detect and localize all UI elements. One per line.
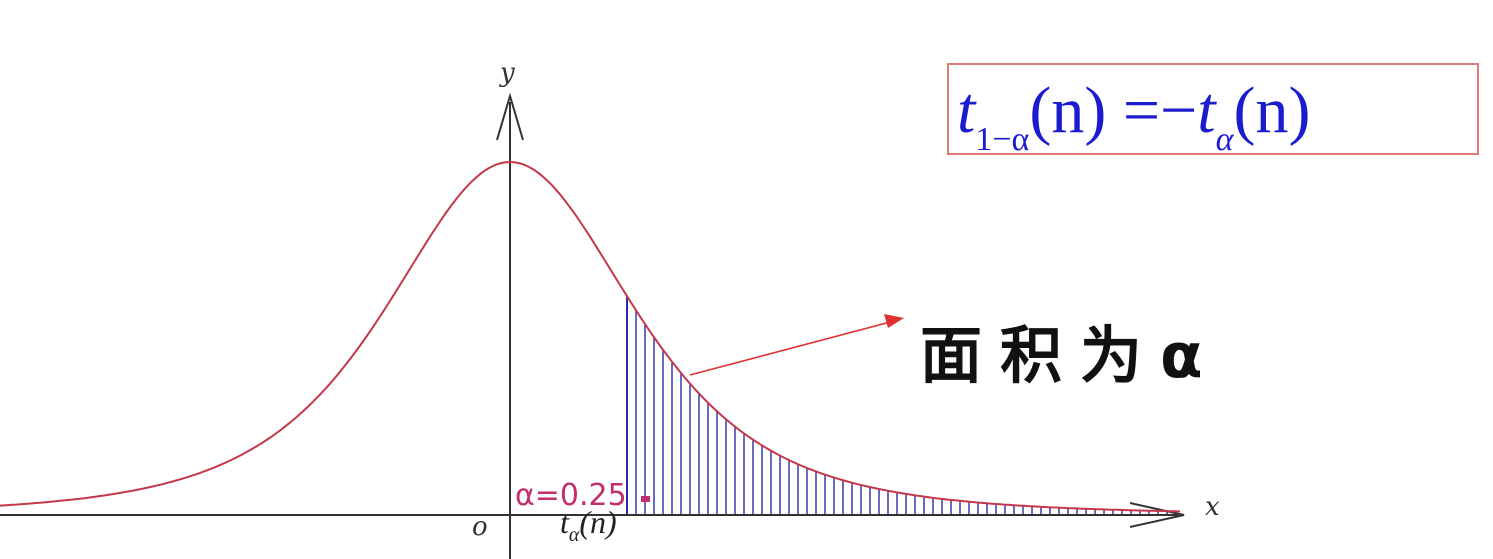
y-axis-label: y	[500, 58, 515, 88]
area-label: 面积为α	[920, 319, 1221, 392]
density-curve	[0, 161, 1181, 513]
formula-arg2: (n)	[1233, 74, 1311, 147]
alpha-value-note: α=0.25	[515, 478, 627, 513]
alpha-marker	[641, 496, 650, 502]
shaded-tail-area	[626, 296, 1168, 515]
formula-t1: t	[957, 74, 976, 147]
formula-eq: =	[1122, 74, 1161, 147]
formula-sub1: 1−α	[975, 121, 1030, 158]
annotation-arrowhead	[884, 314, 904, 328]
x-axis-label: x	[1205, 492, 1220, 522]
quantile-label-sub: α	[568, 524, 580, 546]
formula-sub2: α	[1215, 121, 1234, 158]
formula-neg: −	[1160, 74, 1198, 147]
formula-box: t1−α(n) =−tα(n)	[947, 63, 1479, 158]
annotation-arrow-line	[689, 320, 895, 376]
quantile-label-t: t	[560, 504, 569, 540]
formula-t2: t	[1197, 74, 1216, 147]
origin-label: o	[472, 512, 488, 542]
formula-arg1: (n)	[1029, 74, 1107, 147]
quantile-label-arg: (n)	[579, 504, 617, 540]
y-axis-arrowhead	[496, 92, 524, 141]
x-axis-arrowhead	[1129, 502, 1185, 528]
quantile-label: tα(n)	[560, 504, 617, 547]
